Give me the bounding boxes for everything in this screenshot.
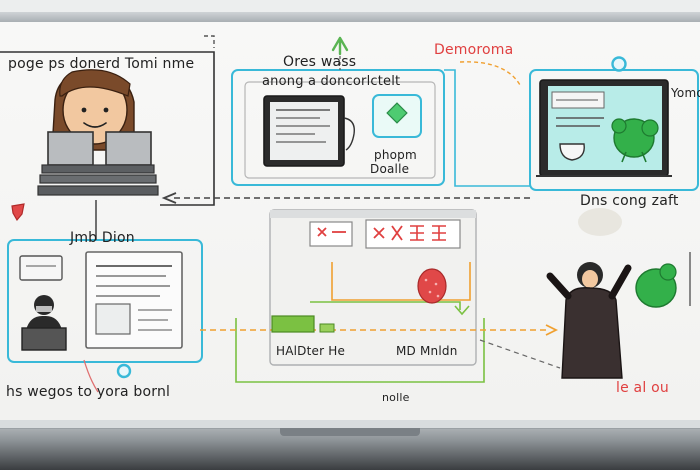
right-mid-label: Dns cong zaft <box>580 193 679 209</box>
strawberry-illustration <box>417 268 447 304</box>
document-illustration <box>85 251 183 349</box>
right-panel <box>529 69 699 191</box>
right-panel-extension <box>444 69 530 187</box>
small-person-laptop-illustration <box>21 295 67 351</box>
green-block-illustration <box>271 315 335 333</box>
map-pin-icon <box>116 363 132 379</box>
center-box-caption-line2: Doalle <box>370 162 410 176</box>
up-arrow-icon <box>331 36 349 56</box>
map-pin-icon <box>611 56 627 72</box>
presenter-illustration <box>546 208 691 379</box>
monitor-illustration <box>263 95 355 167</box>
center-bottom-label-1: HAlDter He <box>276 344 346 358</box>
top-left-panel-outline <box>0 51 215 206</box>
far-right-edge-label: Yomo <box>671 86 700 100</box>
center-bottom-label-2: MD Mnldn <box>396 344 458 358</box>
center-top-panel-inner <box>244 81 436 179</box>
card-illustration <box>19 255 63 281</box>
dashed-right-connector <box>479 339 561 369</box>
center-top-title-line2: anong a doncorlctelt <box>262 74 401 89</box>
right-monitor-illustration <box>536 79 672 177</box>
dashed-panel-corner <box>204 35 215 48</box>
orange-curve-connector <box>459 61 521 86</box>
center-top-panel <box>231 69 445 186</box>
left-lower-panel <box>7 239 203 363</box>
left-mid-label: Jmb Dion <box>70 230 135 246</box>
top-left-title: poge ps donerd Tomi nme <box>8 56 195 72</box>
arrow-left-icon <box>161 192 177 204</box>
person-with-laptops-illustration <box>37 69 159 196</box>
green-arrowhead <box>454 305 470 316</box>
bottom-left-label: hs wegos to yora bornl <box>6 384 171 400</box>
center-box-caption-line1: phopm <box>374 148 417 162</box>
bottom-right-red-label: le al ou <box>616 380 669 396</box>
green-bottom-outline <box>235 318 485 383</box>
pink-curve-connector <box>83 359 99 393</box>
center-lower-panel-top <box>270 210 476 218</box>
green-loop-connector <box>310 301 461 310</box>
app-window-icon <box>372 94 422 138</box>
center-top-title-line1: Ores wass <box>283 54 357 70</box>
orange-loop-connector <box>331 262 471 301</box>
bottom-center-label: nolle <box>382 391 410 404</box>
whiteboard-bottom-frame <box>0 420 700 470</box>
orange-arrowhead <box>545 324 559 336</box>
task-icons-row <box>309 219 461 249</box>
marker-tray <box>280 428 420 436</box>
shield-icon <box>11 203 25 222</box>
frame-top <box>0 0 700 14</box>
top-right-red-heading: Demoroma <box>434 42 514 58</box>
